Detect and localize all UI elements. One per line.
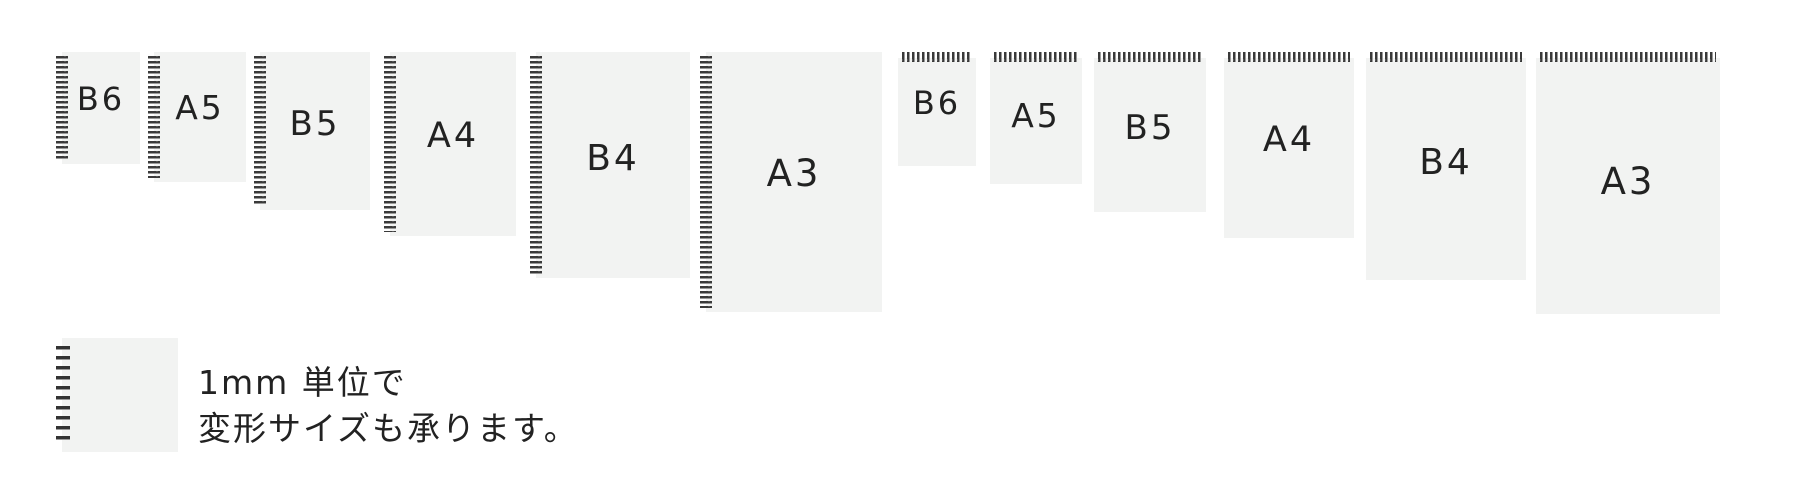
notebook-top-b4: B4 [1366,52,1526,280]
size-label: A4 [1262,120,1316,160]
custom-size-note-line2: 変形サイズも承ります。 [198,409,579,448]
notebook-top-a4: A4 [1224,52,1354,238]
spiral-binding-icon [384,56,396,232]
spiral-binding-icon [700,56,712,308]
size-label: B6 [76,80,126,118]
size-label: A3 [1600,160,1656,203]
notebook-left-b4: B4 [530,52,690,278]
notebook-left-b6: B6 [56,52,140,164]
notebook-top-a3: A3 [1536,52,1720,314]
spiral-binding-icon [1540,52,1716,62]
notebook-top-b6: B6 [898,52,976,166]
spiral-binding-icon [56,56,68,160]
spiral-binding-icon [1370,52,1522,62]
custom-size-note-line1: 1mm 単位で [198,363,407,402]
size-label: B4 [1419,142,1473,183]
size-label: A5 [1011,96,1061,135]
notebook-left-a4: A4 [384,52,516,236]
notebook-top-a5: A5 [990,52,1082,184]
size-label: B6 [912,84,962,122]
spiral-binding-icon [1098,52,1202,62]
notebook-left-b5: B5 [254,52,370,210]
spiral-binding-icon [148,56,160,178]
notebook-left-a5: A5 [148,52,246,182]
spiral-binding-icon [530,56,542,274]
notebook-left-a3: A3 [700,52,882,312]
spiral-binding-icon [1228,52,1350,62]
custom-size-note: 1mm 単位で 変形サイズも承ります。 [198,360,579,452]
size-label: A5 [175,88,225,127]
notebook-legend-sample [56,338,178,452]
spiral-binding-icon [902,52,972,62]
size-label: B4 [586,138,640,179]
size-label: A3 [766,152,822,195]
size-label: A4 [426,116,480,156]
size-label: B5 [289,104,341,144]
notebook-top-b5: B5 [1094,52,1206,212]
spiral-binding-icon [56,346,70,444]
spiral-binding-icon [254,56,266,206]
spiral-binding-icon [994,52,1078,62]
size-label: B5 [1124,108,1176,148]
